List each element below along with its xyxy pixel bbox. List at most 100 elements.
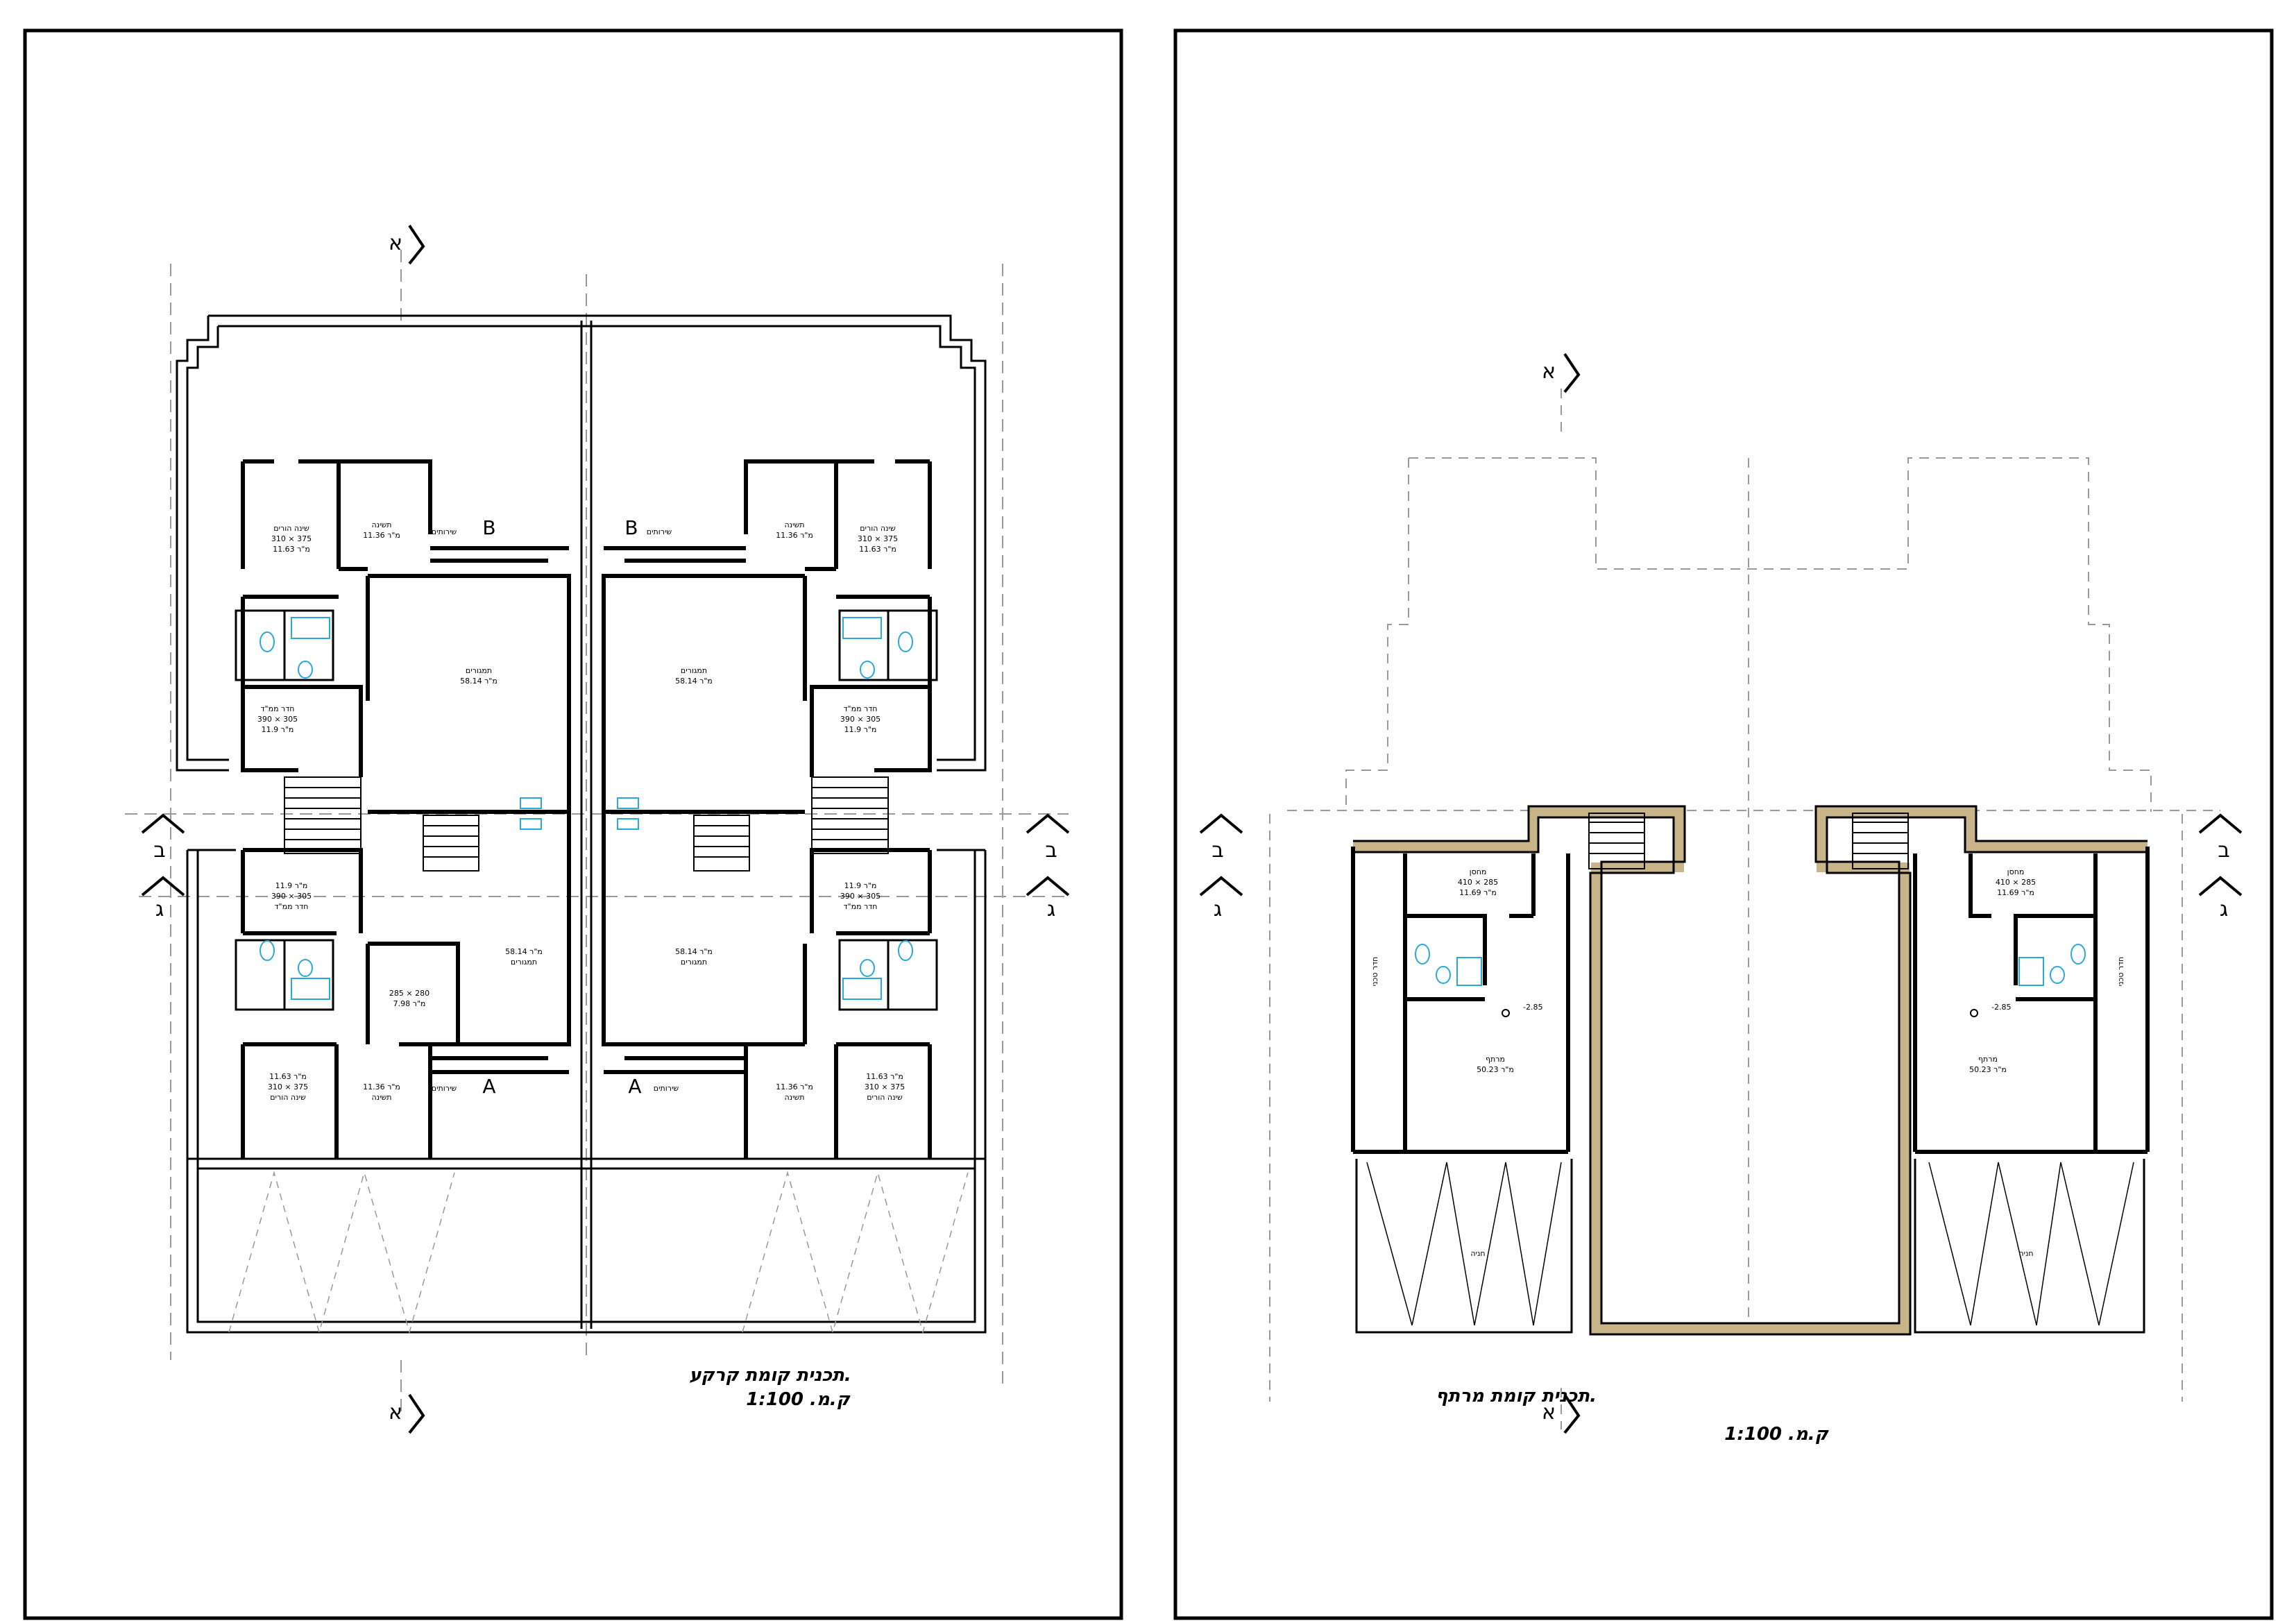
- ground-sheet-title: תכנית קומת קרקע.: [689, 1365, 851, 1386]
- basement-marker-g-right: [2198, 876, 2243, 897]
- ground-stairs: [284, 776, 889, 872]
- room-living-br-1: 58.14 מ"ר: [675, 947, 713, 956]
- parking-r: חניה: [2018, 1249, 2033, 1258]
- marker-a-top-label: א: [389, 231, 402, 255]
- basement-marker-b-left-label: ב: [1211, 838, 1223, 863]
- room-living-bl-2: תמגורים: [511, 958, 537, 967]
- basement-marker-a-top: [1563, 352, 1581, 393]
- room-living-tl-2: 58.14 מ"ר: [460, 677, 498, 686]
- basement-marker-g-left-label: ג: [1214, 897, 1222, 921]
- basement-marker-a-top-label: א: [1542, 359, 1556, 384]
- section-marker-a-bottom: [408, 1393, 425, 1434]
- ground-fixtures: [260, 617, 913, 1000]
- basement-l-1: מרתף: [1486, 1055, 1505, 1064]
- ground-sheet-scale: ק.מ. 1:100: [746, 1389, 850, 1410]
- marker-g-left-label: ג: [155, 897, 164, 921]
- marker-b-left-label: ב: [153, 838, 165, 863]
- storage-r-1: מחסן: [2007, 867, 2025, 876]
- room-mamad-br-2: 390 × 305: [840, 892, 881, 901]
- basement-sheet-title: תכנית קומת מרתף.: [1436, 1386, 1597, 1407]
- room-living-bl-1: 58.14 מ"ר: [505, 947, 543, 956]
- tech-l: חדר טכני: [1370, 957, 1379, 987]
- room-parents-br-1: 11.63 מ"ר: [866, 1072, 903, 1081]
- basement-level-markers: -2.85 -2.85: [1502, 1003, 2011, 1017]
- room-parents-tl-2: 310 × 375: [271, 534, 312, 543]
- basement-marker-b-left: [1199, 813, 1243, 834]
- ground-room-labels: שינה הורים 310 × 375 11.63 מ"ר תשינה 11.…: [257, 520, 905, 1102]
- ground-guide-lines: [125, 250, 1069, 1416]
- room-mamad-tl-1: חדר ממ"ד: [261, 704, 295, 713]
- level-right: -2.85: [1991, 1003, 2011, 1012]
- basement-marker-b-right-label: ב: [2218, 838, 2229, 863]
- basement-upper-outline: [1269, 389, 2220, 1429]
- storage-l-2: 410 × 285: [1458, 878, 1498, 887]
- room-sleep-bl-2: תשינה: [371, 1093, 391, 1102]
- room-small-bl-1: 285 × 280: [389, 989, 430, 998]
- axis-label-a1: A: [482, 1075, 495, 1098]
- room-parents-tl-3: 11.63 מ"ר: [273, 545, 310, 554]
- basement-r-2: 50.23 מ"ר: [1969, 1065, 2007, 1074]
- room-living-tr-1: תמגורים: [681, 666, 707, 675]
- room-parents-tl-1: שינה הורים: [273, 524, 309, 533]
- tag-t2: שירותים: [647, 527, 672, 536]
- room-living-tl-1: תמגורים: [466, 666, 492, 675]
- storage-r-3: 11.69 מ"ר: [1997, 888, 2034, 897]
- ground-parking-lines: [228, 1171, 969, 1334]
- basement-section-markers: א א ב ב ג ג: [1199, 352, 2243, 1434]
- room-parents-bl-2: 310 × 375: [268, 1082, 308, 1091]
- basement-room-labels: מחסן 410 × 285 11.69 מ"ר מחסן 410 × 285 …: [1370, 867, 2125, 1258]
- room-sleep-br-1: 11.36 מ"ר: [776, 1082, 813, 1091]
- marker-b-right-label: ב: [1045, 838, 1057, 863]
- basement-r-1: מרתף: [1978, 1055, 1998, 1064]
- basement-parking: [1355, 1159, 2145, 1334]
- room-parents-tr-2: 310 × 375: [858, 534, 898, 543]
- room-mamad-tl-3: 11.9 מ"ר: [262, 725, 294, 734]
- room-small-bl-2: 7.98 מ"ר: [393, 999, 426, 1008]
- room-mamad-tl-2: 390 × 305: [257, 715, 298, 724]
- section-marker-b-left: [141, 813, 185, 834]
- room-parents-bl-1: 11.63 מ"ר: [269, 1072, 307, 1081]
- tag-t1: שירותים: [432, 527, 457, 536]
- storage-l-1: מחסן: [1470, 867, 1487, 876]
- room-sleep-br-2: תשינה: [784, 1093, 804, 1102]
- axis-label-b1: B: [482, 516, 495, 539]
- room-parents-tr-1: שינה הורים: [860, 524, 896, 533]
- tech-r: חדר טכני: [2116, 957, 2125, 987]
- basement-marker-b-right: [2198, 813, 2243, 834]
- section-marker-g-right: [1026, 876, 1070, 897]
- ground-walls: [241, 459, 932, 1159]
- tag-t4: שירותים: [654, 1084, 679, 1093]
- basement-sheet-frame: [1173, 28, 2274, 1620]
- axis-label-a2: A: [628, 1075, 641, 1098]
- basement-sheet-scale: ק.מ. 1:100: [1724, 1424, 1828, 1445]
- tag-t3: שירותים: [432, 1084, 457, 1093]
- basement-walls: [1351, 847, 2150, 1154]
- room-mamad-tr-3: 11.9 מ"ר: [844, 725, 877, 734]
- room-parents-tr-3: 11.63 מ"ר: [859, 545, 896, 554]
- room-sleep-tr-2: 11.36 מ"ר: [776, 531, 813, 540]
- basement-marker-a-bottom: [1563, 1393, 1581, 1434]
- parking-l: חניה: [1470, 1249, 1485, 1258]
- room-living-br-2: תמגורים: [681, 958, 707, 967]
- marker-g-right-label: ג: [1047, 897, 1055, 921]
- basement-marker-g-right-label: ג: [2220, 897, 2228, 921]
- room-parents-br-2: 310 × 375: [865, 1082, 905, 1091]
- room-parents-bl-3: שינה הורים: [270, 1093, 306, 1102]
- room-mamad-bl-1: 11.9 מ"ר: [275, 881, 308, 890]
- level-left: -2.85: [1523, 1003, 1542, 1012]
- room-sleep-bl-1: 11.36 מ"ר: [363, 1082, 400, 1091]
- section-marker-b-right: [1026, 813, 1070, 834]
- basement-marker-g-left: [1199, 876, 1243, 897]
- ground-outline: [176, 314, 987, 1334]
- room-mamad-bl-2: 390 × 305: [271, 892, 312, 901]
- basement-l-2: 50.23 מ"ר: [1477, 1065, 1514, 1074]
- storage-l-3: 11.69 מ"ר: [1459, 888, 1497, 897]
- axis-label-b2: B: [624, 516, 638, 539]
- ground-floor-sheet: א א ב ב ג ג B B A A שירותים שירותים שירו…: [23, 28, 1123, 1620]
- room-mamad-br-1: 11.9 מ"ר: [844, 881, 877, 890]
- room-mamad-br-3: חדר ממ"ד: [844, 902, 878, 911]
- room-parents-br-3: שינה הורים: [867, 1093, 903, 1102]
- basement-marker-a-bottom-label: א: [1542, 1400, 1556, 1425]
- basement-insulation: [1353, 807, 2148, 1334]
